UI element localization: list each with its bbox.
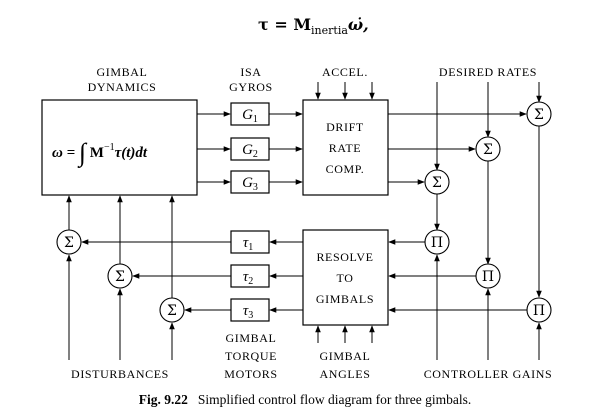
footer-disturbances: DISTURBANCES <box>71 367 169 381</box>
resolve-line-3: GIMBALS <box>316 292 374 306</box>
footer-controller-gains: CONTROLLER GAINS <box>424 367 553 381</box>
torque-label-1: τ1 <box>243 235 253 253</box>
sum-node-left-1-label: Σ <box>64 235 74 251</box>
sum-node-right-1-label: Σ <box>534 107 544 123</box>
sum-node-right-3-label: Σ <box>432 175 442 191</box>
product-node-2-label: Π <box>482 269 494 285</box>
header-desired-rates: DESIRED RATES <box>439 65 537 79</box>
resolve-to-gimbals-block <box>302 229 389 326</box>
footer-gimbal-torque-motors-1: GIMBAL <box>226 331 277 345</box>
resolve-line-1: RESOLVE <box>316 250 373 264</box>
footer-gimbal-torque-motors-3: MOTORS <box>224 367 277 381</box>
torque-label-3: τ3 <box>243 303 253 321</box>
product-node-1-label: Π <box>431 235 443 251</box>
drift-rate-comp-block <box>302 99 389 196</box>
footer-gimbal-angles-2: ANGLES <box>320 367 371 381</box>
drift-line-3: COMP. <box>326 162 365 176</box>
torque-label-2: τ2 <box>243 269 253 287</box>
gyro-label-1: G1 <box>242 107 258 125</box>
sum-node-left-2-label: Σ <box>115 269 125 285</box>
header-gimbal-dynamics-1: GIMBAL <box>97 65 148 79</box>
resolve-line-2: TO <box>337 271 354 285</box>
gyro-label-2: G2 <box>242 142 258 160</box>
gyro-label-3: G3 <box>242 175 258 193</box>
header-isa-gyros-1: ISA <box>240 65 261 79</box>
header-gimbal-dynamics-2: DYNAMICS <box>88 80 157 94</box>
header-isa-gyros-2: GYROS <box>229 80 273 94</box>
dynamics-formula: ω = ∫ M−1τ(t)dt <box>52 138 148 168</box>
sum-node-left-3-label: Σ <box>167 303 177 319</box>
product-node-3-label: Π <box>533 303 545 319</box>
footer-gimbal-torque-motors-2: TORQUE <box>225 349 277 363</box>
gimbal-dynamics-block <box>41 99 198 196</box>
sum-node-right-2-label: Σ <box>483 142 493 158</box>
header-accel: ACCEL. <box>322 65 368 79</box>
top-equation: τ = Minertiaω̇, <box>258 15 369 37</box>
footer-gimbal-angles-1: GIMBAL <box>320 349 371 363</box>
drift-line-2: RATE <box>329 141 361 155</box>
drift-line-1: DRIFT <box>326 120 364 134</box>
